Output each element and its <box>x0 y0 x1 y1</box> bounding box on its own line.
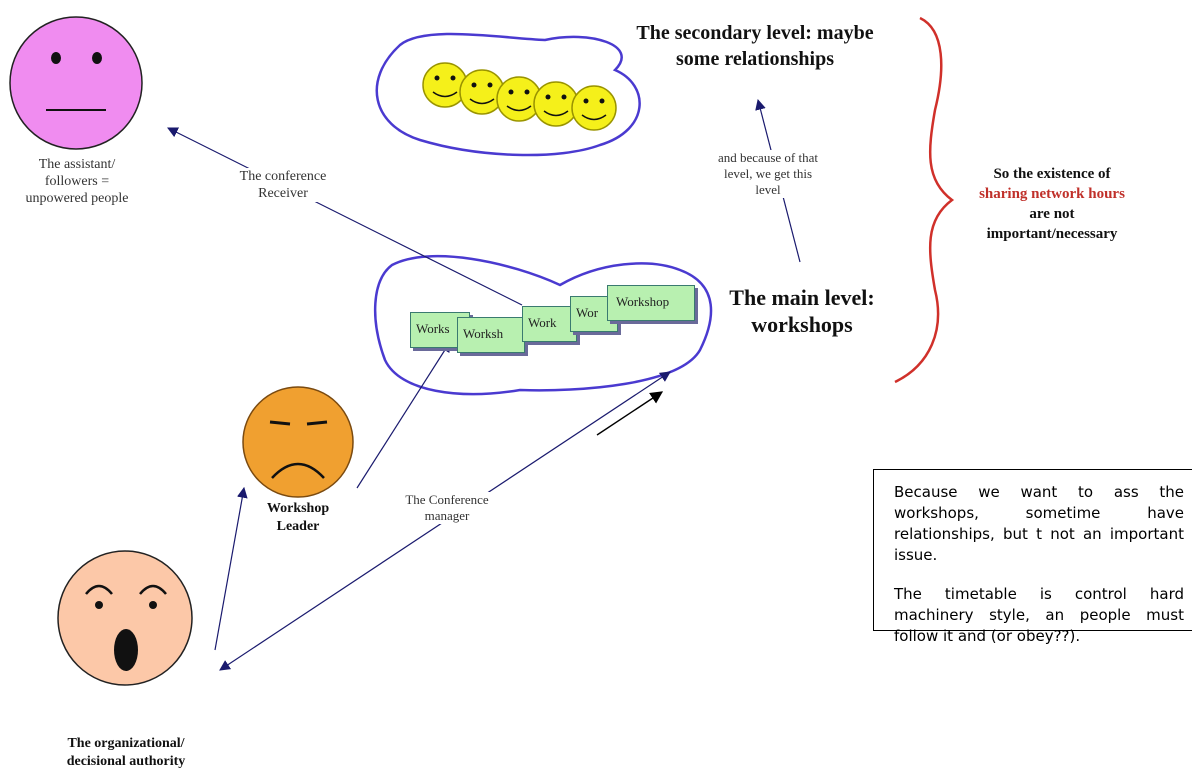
conference-manager-line: The Conference <box>405 492 489 507</box>
workshop-card: Work <box>522 306 577 342</box>
because-level-label: and because of that level, we get this l… <box>694 150 842 198</box>
conference-receiver-label: The conference Receiver <box>218 168 348 202</box>
authority-line: The organizational/ <box>67 736 185 751</box>
main-level-line: workshops <box>751 312 853 337</box>
conference-manager-line: manager <box>424 508 470 523</box>
line-receiver-to-assistant <box>167 127 523 306</box>
because-level-line: level <box>755 182 781 197</box>
workshop-leader-line: Workshop <box>266 501 330 516</box>
existence-line: So the existence of <box>993 166 1111 182</box>
existence-line: important/necessary <box>986 226 1118 242</box>
workshop-card: Workshop <box>607 285 695 321</box>
secondary-level-heading: The secondary level: maybe some relation… <box>590 20 920 72</box>
assistant-label-line: The assistant/ <box>38 157 116 172</box>
secondary-level-line: some relationships <box>676 48 834 70</box>
conference-manager-label: The Conference manager <box>382 492 512 524</box>
smiley-faces-icon <box>422 62 617 131</box>
existence-line: are not <box>1029 206 1075 222</box>
authority-face-icon <box>57 550 193 686</box>
main-cluster-outline <box>373 254 713 396</box>
secondary-cluster-outline <box>375 32 641 157</box>
main-level-line: The main level: <box>729 285 875 310</box>
workshop-card: Worksh <box>457 317 525 353</box>
main-level-heading: The main level: workshops <box>712 284 892 338</box>
workshop-leader-face-icon <box>242 386 354 498</box>
workshop-leader-label: Workshop Leader <box>252 500 344 536</box>
conference-receiver-line: Receiver <box>258 186 308 201</box>
assistant-face-icon <box>9 16 143 150</box>
workshop-leader-line: Leader <box>276 519 320 534</box>
authority-line: decisional authority <box>66 754 186 769</box>
assistant-label-line: unpowered people <box>25 191 129 206</box>
existence-highlight: sharing network hours <box>979 186 1125 202</box>
secondary-level-line: The secondary level: maybe <box>636 22 874 44</box>
assistant-label: The assistant/ followers = unpowered peo… <box>12 156 142 207</box>
arrow-leader-to-workshops <box>356 341 451 489</box>
authority-label: The organizational/ decisional authority <box>28 735 224 771</box>
because-level-line: and because of that <box>718 150 818 165</box>
assistant-label-line: followers = <box>44 174 110 189</box>
conference-receiver-line: The conference <box>239 169 327 184</box>
arrow-black-annotation <box>596 391 664 436</box>
because-level-line: level, we get this <box>723 166 813 181</box>
arrow-authority-to-leader <box>214 486 248 651</box>
existence-label: So the existence of sharing network hour… <box>962 164 1142 244</box>
right-brace <box>894 16 955 384</box>
